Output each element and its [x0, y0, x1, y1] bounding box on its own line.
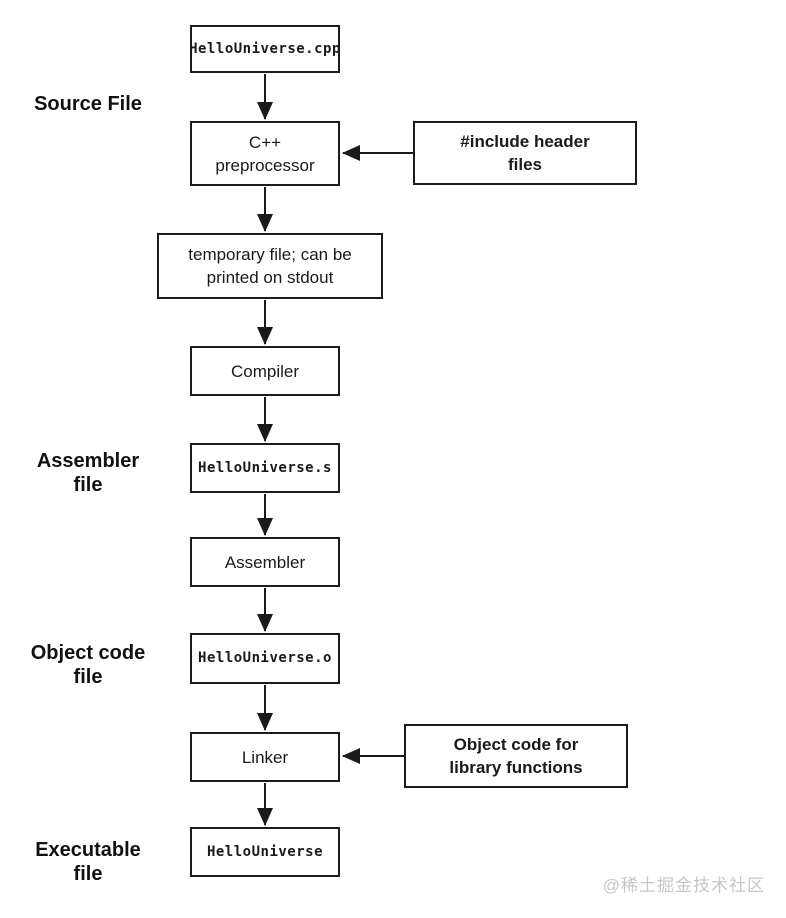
stage-label-assembler-file: Assembler file — [36, 450, 140, 496]
stage-label-executable-file: Executable file — [35, 839, 141, 885]
node-source-file-cpp: HelloUniverse.cpp — [189, 25, 340, 73]
node-executable: HelloUniverse — [190, 827, 340, 877]
stage-label-object-code-file: Object code file — [30, 642, 146, 688]
node-temporary-file: temporary file; can be printed on stdout — [157, 233, 383, 299]
node-compiler: Compiler — [190, 346, 340, 396]
annotation-include-headers: #include header files — [413, 121, 637, 185]
annotation-library-object-code: Object code for library functions — [404, 724, 628, 788]
node-linker: Linker — [190, 732, 340, 782]
watermark-juejin-community: @稀土掘金技术社区 — [602, 876, 765, 895]
node-assembler-file-s: HelloUniverse.s — [190, 443, 340, 493]
stage-label-source-file: Source File — [34, 93, 142, 115]
node-assembler: Assembler — [190, 537, 340, 587]
node-object-file-o: HelloUniverse.o — [190, 633, 340, 684]
node-cpp-preprocessor: C++ preprocessor — [190, 121, 340, 186]
